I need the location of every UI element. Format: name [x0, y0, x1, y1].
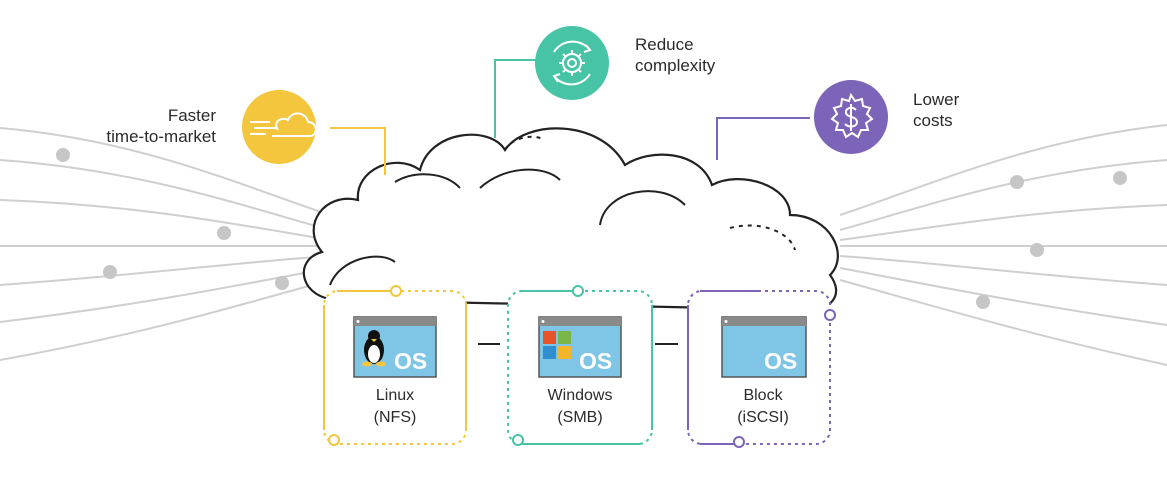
- platform-node: [572, 285, 584, 297]
- benefit-circle: [535, 26, 609, 100]
- connector-reduce: [494, 59, 540, 138]
- platform-windows[interactable]: OS Windows (SMB): [507, 285, 653, 446]
- benefit-label-line1: Lower: [913, 90, 960, 109]
- linux-penguin-icon: [362, 330, 386, 367]
- platform-block[interactable]: OS Block (iSCSI): [687, 290, 836, 448]
- benefit-label-line2: complexity: [635, 56, 716, 75]
- platform-name: Windows: [548, 387, 613, 404]
- os-badge: OS: [764, 348, 797, 374]
- platform-protocol: (NFS): [374, 409, 417, 426]
- platform-node: [390, 285, 402, 297]
- platform-node: [824, 309, 836, 321]
- windows-logo-icon: [543, 331, 571, 359]
- benefit-reduce-complexity: Reduce complexity: [535, 26, 716, 100]
- network-nodes: [56, 148, 1127, 309]
- benefit-label-line2: time-to-market: [106, 127, 216, 146]
- platform-linux[interactable]: OS Linux (NFS): [323, 285, 467, 446]
- benefit-connectors: [330, 59, 810, 175]
- benefit-label-line2: costs: [913, 111, 953, 130]
- platform-name: Block: [743, 387, 783, 404]
- benefit-label-line1: Reduce: [635, 35, 694, 54]
- dollar-gear-icon: [830, 92, 874, 139]
- platform-name: Linux: [376, 387, 414, 404]
- os-badge: OS: [394, 348, 427, 374]
- platform-node: [733, 436, 745, 448]
- platform-node: [512, 434, 524, 446]
- cloud-speed-icon: [250, 112, 317, 137]
- benefit-circle: [242, 90, 316, 164]
- right-network-lines: [839, 124, 1167, 366]
- left-network-lines: [0, 127, 331, 361]
- platform-protocol: (SMB): [557, 409, 602, 426]
- connector-faster: [330, 127, 386, 175]
- benefit-lower-costs: Lower costs: [814, 80, 960, 154]
- gear-cycle-icon: [552, 40, 592, 86]
- platform-node: [328, 434, 340, 446]
- platform-protocol: (iSCSI): [737, 409, 789, 426]
- os-badge: OS: [579, 348, 612, 374]
- benefit-faster-time-to-market: Faster time-to-market: [106, 90, 317, 164]
- benefit-label-line1: Faster: [168, 106, 217, 125]
- connector-lower: [716, 117, 810, 160]
- os-window: [721, 316, 807, 378]
- cloud-shape: [302, 127, 839, 312]
